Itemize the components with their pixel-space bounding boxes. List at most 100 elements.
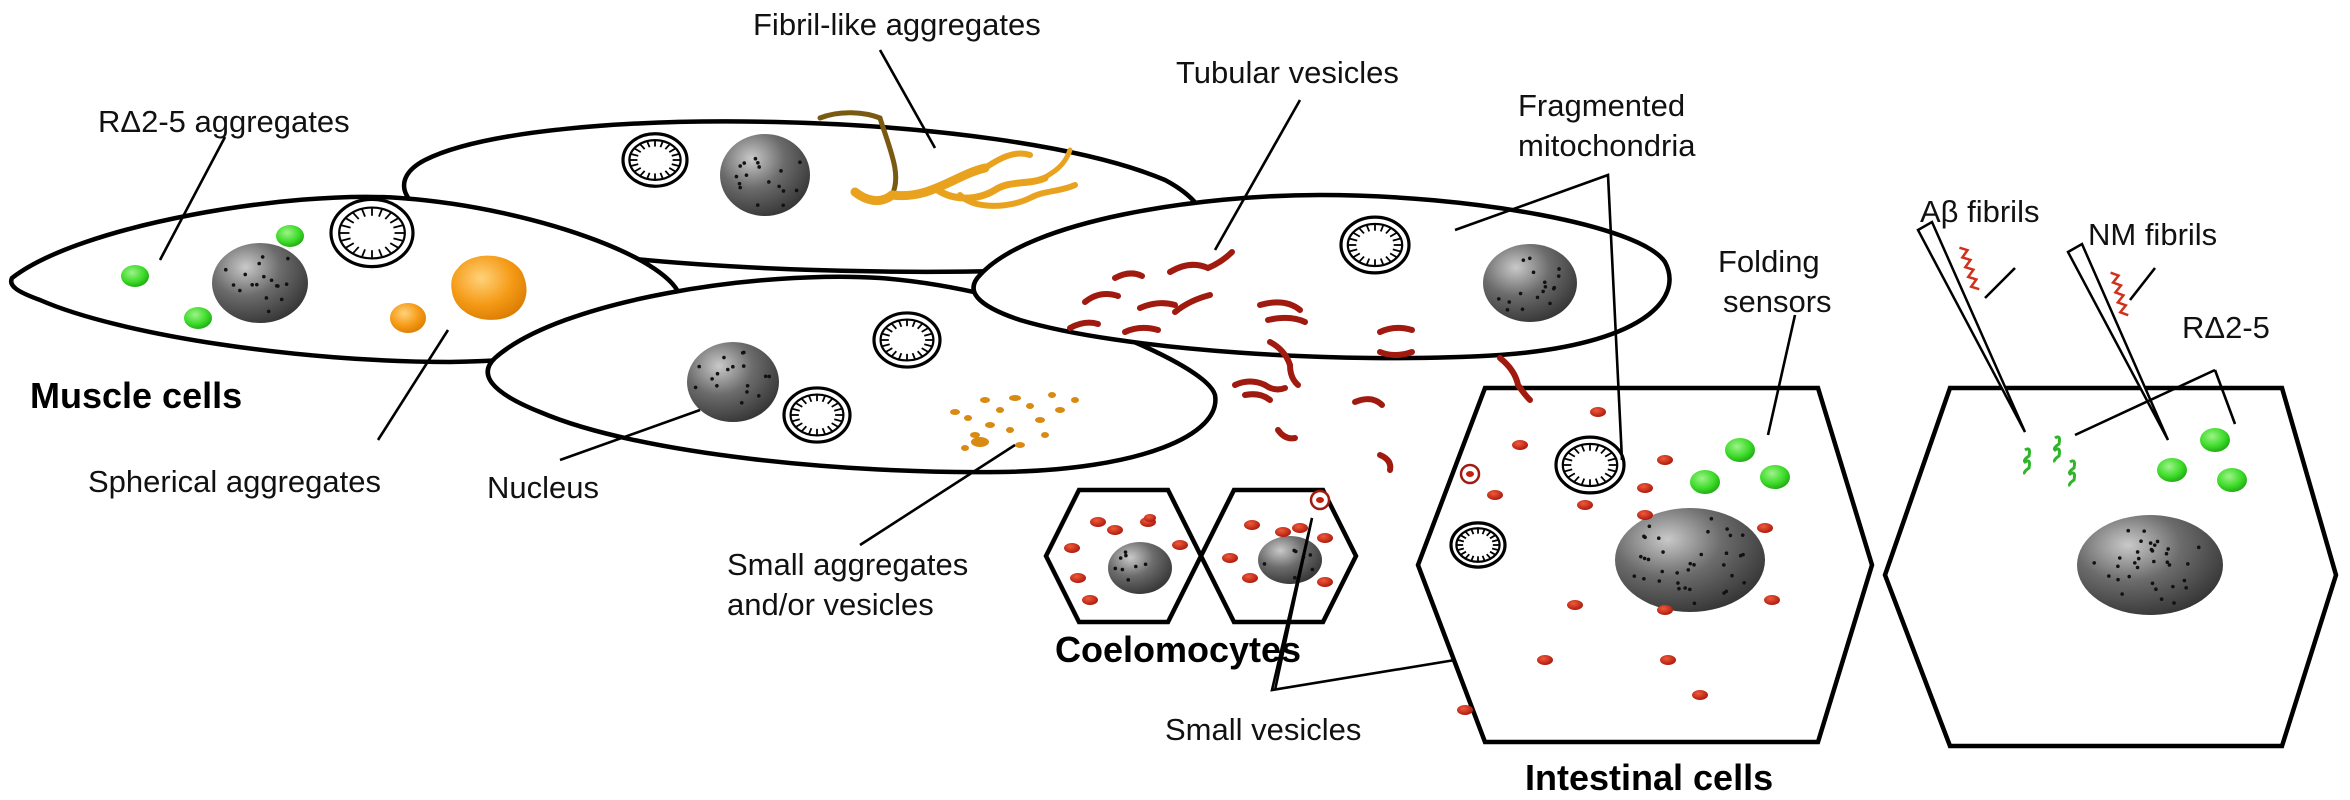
tubular-vesicle [1377,324,1415,335]
label-muscle-cells: Muscle cells [30,375,242,416]
tubular-vesicle [1267,339,1301,388]
nucleus-dot [1507,300,1512,304]
abeta-fibril-icon [2023,447,2031,476]
nucleus-dot [2184,586,2188,590]
nucleus-dot [1725,527,1729,531]
label-rd25-aggregates: RΔ2-5 aggregates [98,104,350,139]
nucleus-dot [243,272,248,277]
small-vesicle [1764,595,1780,605]
green-aggregate [1690,470,1720,494]
nucleus-dot [1688,561,1693,566]
tubular-vesicle [1377,452,1394,473]
nucleus-dot [737,181,742,186]
nucleus-dot [2132,561,2137,565]
nucleus-dot [697,364,702,369]
nucleus-dot [1520,307,1525,312]
nucleus-dot [2120,592,2124,596]
tubular-vesicle [1497,355,1533,403]
nucleus-dot [1699,552,1704,557]
label-mitochondria: mitochondria [1518,128,1696,163]
tubular-vesicle [1352,396,1385,408]
nucleus-dot [1543,284,1548,289]
nucleus-dot [756,160,760,165]
nucleus [2077,515,2223,615]
nucleus-dot [779,169,783,173]
small-vesicle [1537,655,1553,665]
nucleus-dot [2164,551,2169,556]
nucleus-dot [2166,547,2170,551]
nucleus-dot [2092,561,2096,565]
nucleus-dot [2165,560,2170,565]
nucleus-dot [2149,547,2154,552]
nucleus-dot [1724,551,1729,556]
label-abeta-fibrils: Aβ fibrils [1920,194,2039,229]
abeta-fibril-pipette [1916,220,2027,433]
label-nucleus: Nucleus [487,470,599,505]
small-vesicle [1292,523,1308,533]
small-vesicle [1070,573,1086,583]
nucleus-dot [2136,556,2141,561]
nucleus-dot [745,390,749,394]
nucleus-dot [2107,574,2111,578]
leader-line [1766,314,1797,436]
nm-fibril-pipette [2066,242,2170,441]
nucleus-dot [781,203,786,208]
small-aggregate [1015,442,1025,448]
small-vesicle [1317,577,1333,587]
mitochondrion-icon [1554,435,1626,495]
nucleus-dot [1541,289,1545,294]
nucleus-dot [1692,563,1696,567]
label-rd25: RΔ2-5 [2182,310,2270,345]
label-coelomocytes: Coelomocytes [1055,629,1301,670]
tubular-vesicle [1067,319,1101,331]
nucleus-dot [1661,550,1665,554]
tubular-vesicle [1275,427,1298,442]
nucleus-dot [1647,524,1652,529]
nucleus-dot [767,180,771,184]
tubular-vesicle [1082,291,1121,305]
nucleus-dot [2159,597,2164,601]
nucleus-dot [2142,529,2146,533]
small-aggregate [980,397,990,403]
nucleus-dot [257,261,261,266]
muscle-cell-right [971,192,1672,361]
nucleus-dot [1308,553,1313,557]
nucleus-dot [2135,550,2140,554]
label-and-or-vesicles: and/or vesicles [727,587,934,622]
nucleus-dot [1120,567,1125,572]
nucleus-dot [1722,591,1726,595]
nucleus [1258,536,1322,584]
small-aggregate [1026,403,1034,409]
spherical-aggregate [451,255,527,320]
nucleus-dot [2171,584,2175,589]
nucleus-dot [763,374,768,379]
small-aggregate [961,445,969,451]
leader-line [559,408,701,462]
tubular-vesicle [1257,299,1303,313]
nucleus-dot [1642,534,1646,539]
nucleus-dot [2167,563,2172,567]
nucleus-dot [250,282,255,287]
nucleus-dot [279,297,284,302]
label-fibril-like-aggregates: Fibril-like aggregates [753,7,1041,42]
nucleus-dot [1706,529,1710,534]
nucleus-dot [781,189,786,193]
small-aggregate [950,409,960,415]
nucleus-dot [693,385,698,390]
nucleus [1108,542,1172,594]
small-vesicle [1637,483,1653,493]
nucleus-dot [286,256,290,261]
small-aggregate [1035,417,1045,423]
nucleus-dot [745,383,750,388]
small-aggregate [1071,397,1079,403]
nucleus-dot [2148,541,2153,545]
nucleus-dot [269,278,274,283]
budding-vesicle [1466,471,1474,477]
mitochondrion-icon [1339,215,1411,275]
small-aggregate [964,415,972,421]
nucleus-dot [1656,536,1661,541]
small-aggregate [996,407,1004,413]
label-spherical-aggregates: Spherical aggregates [88,464,381,499]
nucleus-dot [1722,563,1726,567]
